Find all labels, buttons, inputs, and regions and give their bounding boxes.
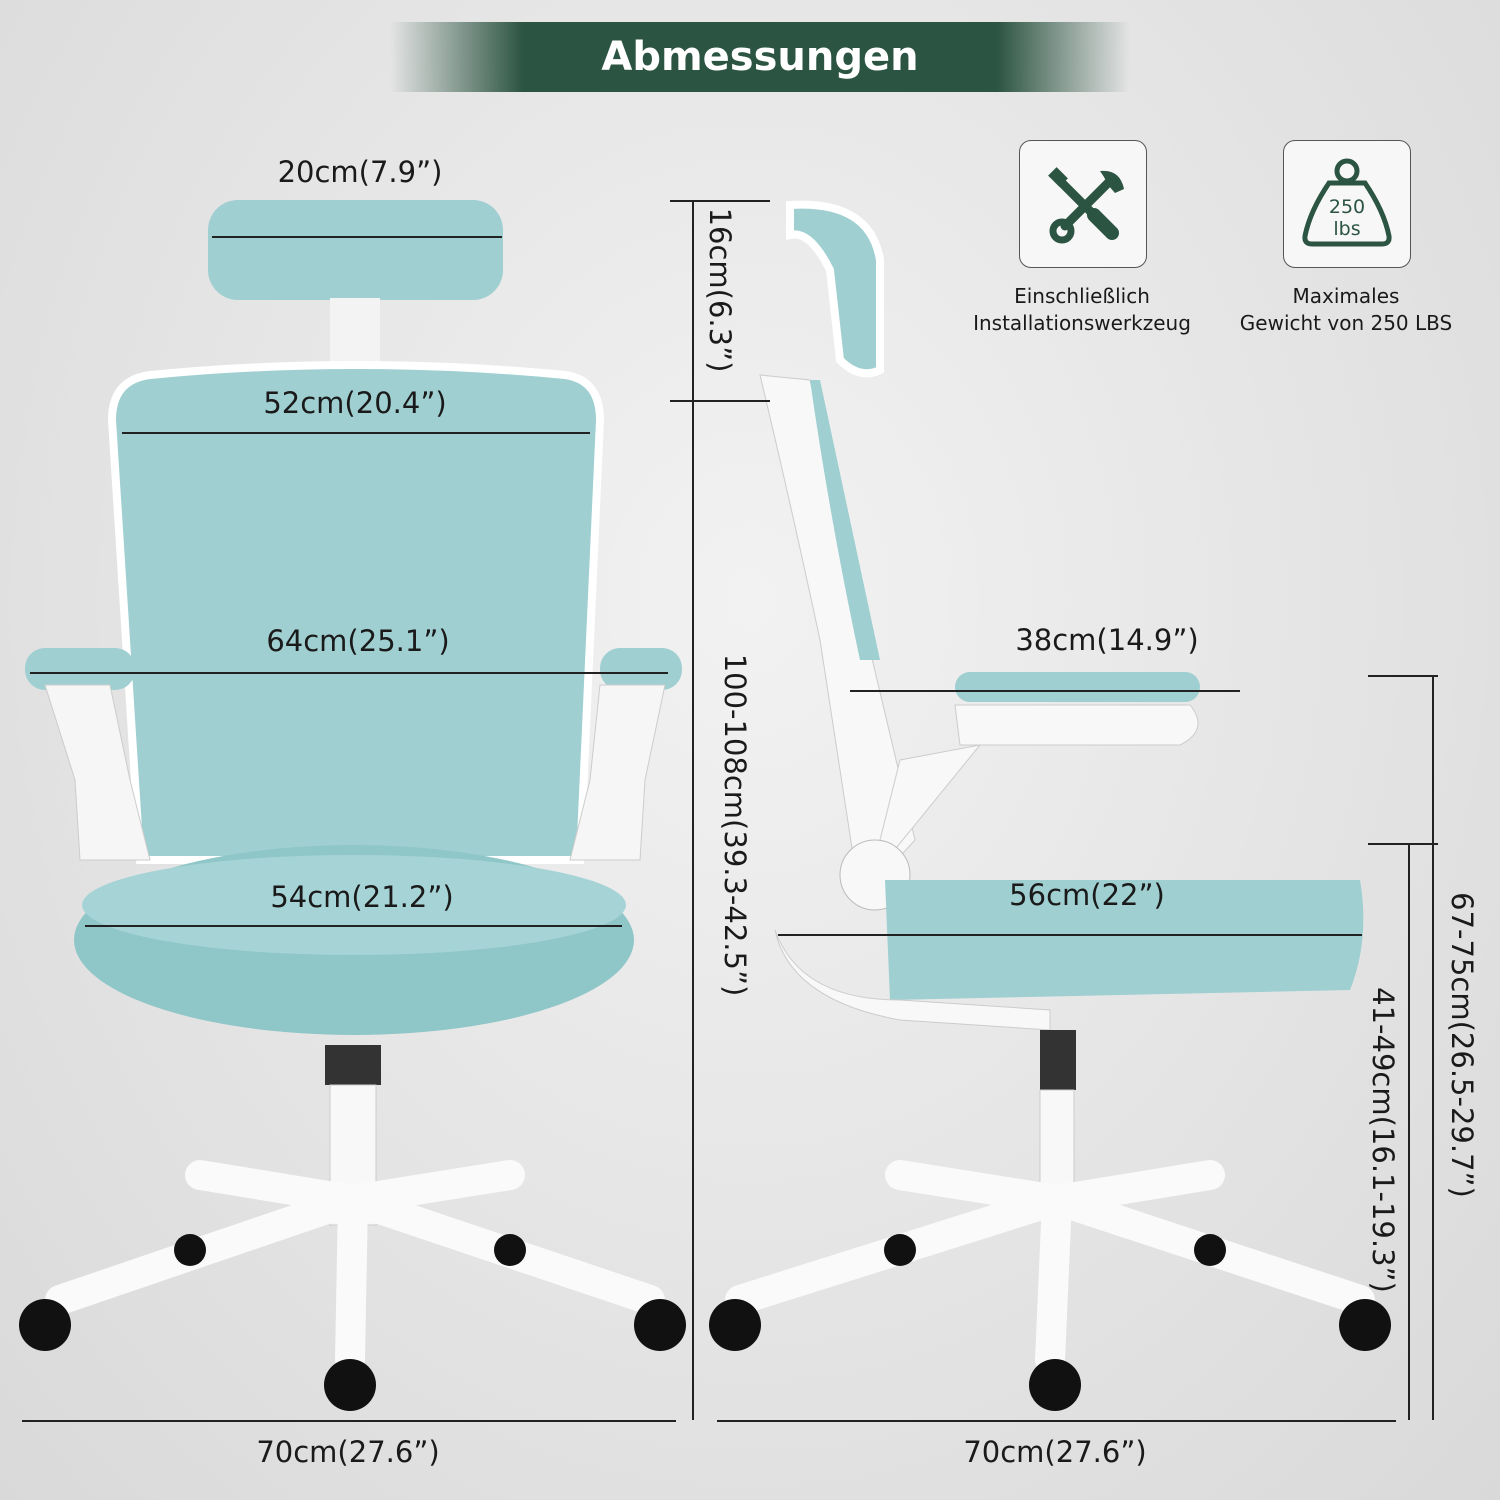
tools-feature-line2: Installationswerkzeug (973, 311, 1191, 335)
backrest (107, 361, 605, 864)
page-title: Abmessungen (601, 34, 919, 80)
side-chair (709, 200, 1391, 1411)
armrest-span-line (30, 672, 668, 674)
height-tick (1368, 675, 1438, 677)
seat-width-line (85, 925, 622, 927)
height-tick (670, 400, 770, 402)
headrest-height-label: 16cm(6.3”) (703, 207, 737, 373)
armrest-height-line (1432, 675, 1434, 1420)
side-base-width-label: 70cm(27.6”) (963, 1435, 1147, 1469)
weight-feature-text: Maximales Gewicht von 250 LBS (1240, 283, 1452, 337)
armrest-span-label: 64cm(25.1”) (266, 624, 450, 658)
tools-feature-text: Einschließlich Installationswerkzeug (973, 283, 1191, 337)
armrest-length-label: 38cm(14.9”) (1015, 623, 1199, 657)
side-seat (885, 880, 1364, 1000)
headrest (208, 200, 503, 300)
headrest-width-line (212, 236, 502, 238)
right-armrest (600, 648, 682, 690)
weight-feature-box: 250 lbs (1283, 140, 1411, 268)
weight-feature-line1: Maximales (1292, 284, 1400, 308)
backrest-width-label: 52cm(20.4”) (263, 386, 447, 420)
seat-depth-line (778, 934, 1362, 936)
total-height-label: 100-108cm(39.3-42.5”) (718, 653, 752, 997)
tools-icon (1048, 167, 1124, 244)
seat-height-line (1408, 843, 1410, 1420)
weight-icon: 250 lbs (1302, 158, 1392, 247)
armrest-length-line (850, 690, 1240, 692)
headrest-width-label: 20cm(7.9”) (277, 155, 443, 189)
armrest-height-label: 67-75cm(26.5-29.7”) (1445, 892, 1479, 1198)
total-height-line (692, 200, 694, 1420)
backrest-width-line (122, 432, 590, 434)
front-base-width-label: 70cm(27.6”) (256, 1435, 440, 1469)
height-tick (670, 200, 770, 202)
tools-feature-box (1019, 140, 1147, 268)
weight-feature-line2: Gewicht von 250 LBS (1239, 311, 1453, 335)
tools-feature-line1: Einschließlich (1014, 284, 1150, 308)
title-banner: Abmessungen (390, 22, 1130, 92)
side-armrest (955, 672, 1200, 702)
weight-value: 250 (1329, 196, 1365, 218)
seat-width-label: 54cm(21.2”) (270, 880, 454, 914)
side-base-line (717, 1420, 1396, 1422)
weight-unit: lbs (1333, 218, 1360, 240)
seat-height-label: 41-49cm(16.1-19.3”) (1366, 987, 1400, 1293)
seat-depth-label: 56cm(22”) (1009, 878, 1165, 912)
height-tick (1368, 843, 1438, 845)
front-chair (19, 200, 686, 1411)
left-armrest (25, 648, 135, 690)
front-base-line (22, 1420, 676, 1422)
